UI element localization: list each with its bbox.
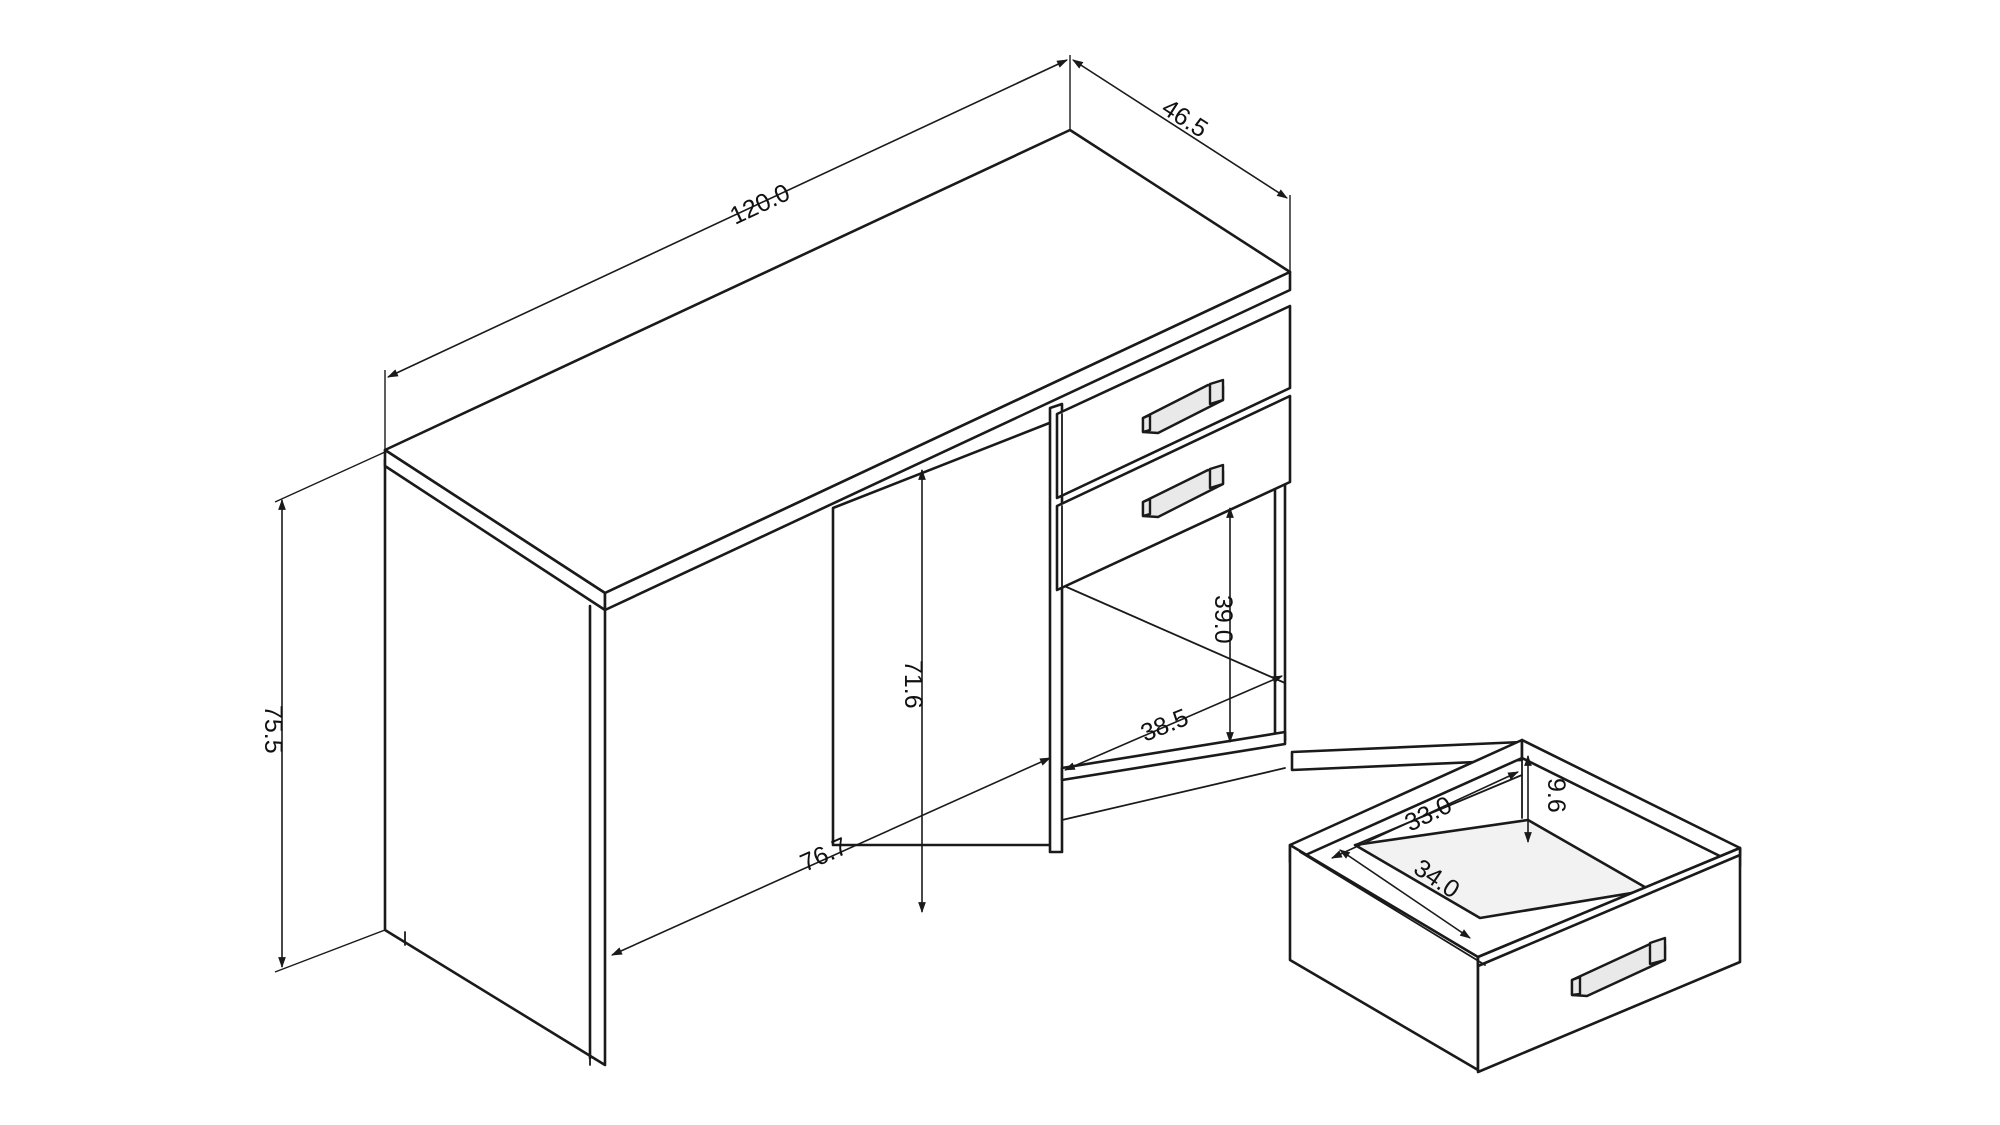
drawer-inner-width-line: [1331, 771, 1519, 859]
leg-clearance-width-label: 76.7: [796, 832, 852, 877]
desk: [383, 128, 1292, 1067]
open-shelf-width-line: [1063, 675, 1284, 771]
width-dimension-line: [387, 59, 1068, 378]
width-label: 120.0: [726, 179, 795, 231]
open-shelf-height-label: 39.0: [1209, 595, 1237, 644]
depth-label: 46.5: [1157, 94, 1213, 144]
drawer-inner-depth-line: [1339, 849, 1471, 939]
upper-drawer-handle-icon: [1141, 378, 1225, 435]
pedestal-right-side: [1273, 482, 1287, 747]
drawer-inner-height-label: 9.6: [1542, 778, 1570, 813]
open-shelf-width-label: 38.5: [1137, 703, 1193, 747]
lower-drawer-handle-icon: [1141, 463, 1225, 519]
drawer-handle-icon: [1570, 936, 1667, 998]
leg-clearance-height-label: 71.6: [899, 660, 927, 709]
height-label: 75.5: [259, 705, 287, 754]
desk-top-side-edge: [603, 270, 1292, 612]
drawer-front-top-edge: [1476, 846, 1742, 968]
leg-clearance-width-line: [610, 757, 1052, 956]
detached-drawer: [1288, 738, 1742, 1074]
depth-dimension-line: [1072, 59, 1288, 199]
